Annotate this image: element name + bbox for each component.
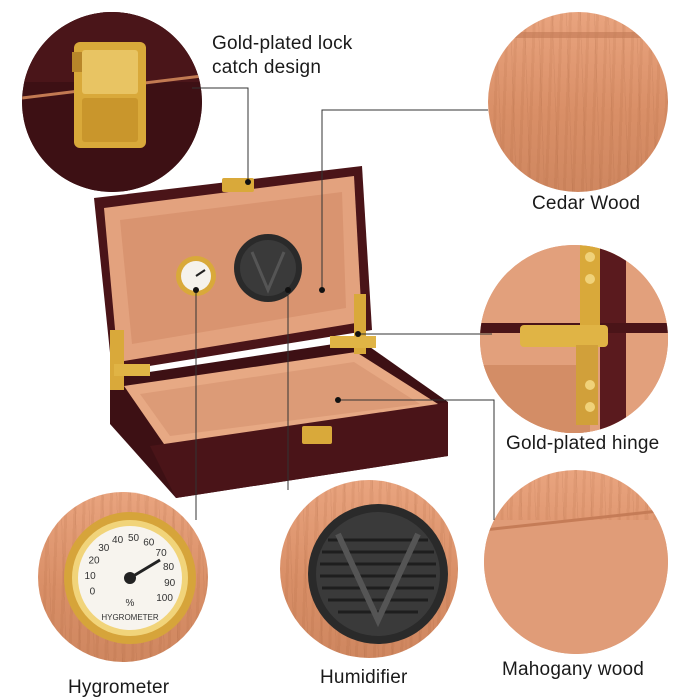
humidifier-label: Humidifier [320, 667, 408, 688]
dial-tick-label: 50 [128, 533, 140, 544]
lock-catch-label: Gold-plated lock catch design [212, 33, 353, 78]
dial-tick-label: 10 [85, 571, 97, 582]
hinge-label: Gold-plated hinge [506, 433, 660, 454]
dial-tick-label: 30 [98, 543, 110, 554]
dial-tick-label: 100 [156, 593, 173, 604]
mahogany-wood-label: Mahogany wood [502, 659, 645, 680]
humidifier-detail-photo [280, 480, 458, 658]
dial-tick-label: 80 [163, 562, 175, 573]
cedar-wood-photo [488, 12, 668, 192]
dial-tick-label: 20 [88, 556, 100, 567]
lock-detail-photo [22, 12, 202, 192]
dial-tick-label: 70 [156, 548, 168, 559]
dial-unit: % [126, 598, 135, 609]
dial-tick-label: 40 [112, 535, 124, 546]
hygrometer-label: Hygrometer [68, 677, 170, 698]
mahogany-wood-photo [484, 470, 668, 654]
cedar-wood-label: Cedar Wood [532, 193, 641, 214]
dial-tick-label: 90 [164, 578, 176, 589]
dial-tick-label: 60 [143, 538, 155, 549]
hinge-detail-photo [480, 245, 668, 433]
dial-tick-label: 0 [90, 587, 96, 598]
dial-brand: HYGROMETER [101, 613, 159, 622]
